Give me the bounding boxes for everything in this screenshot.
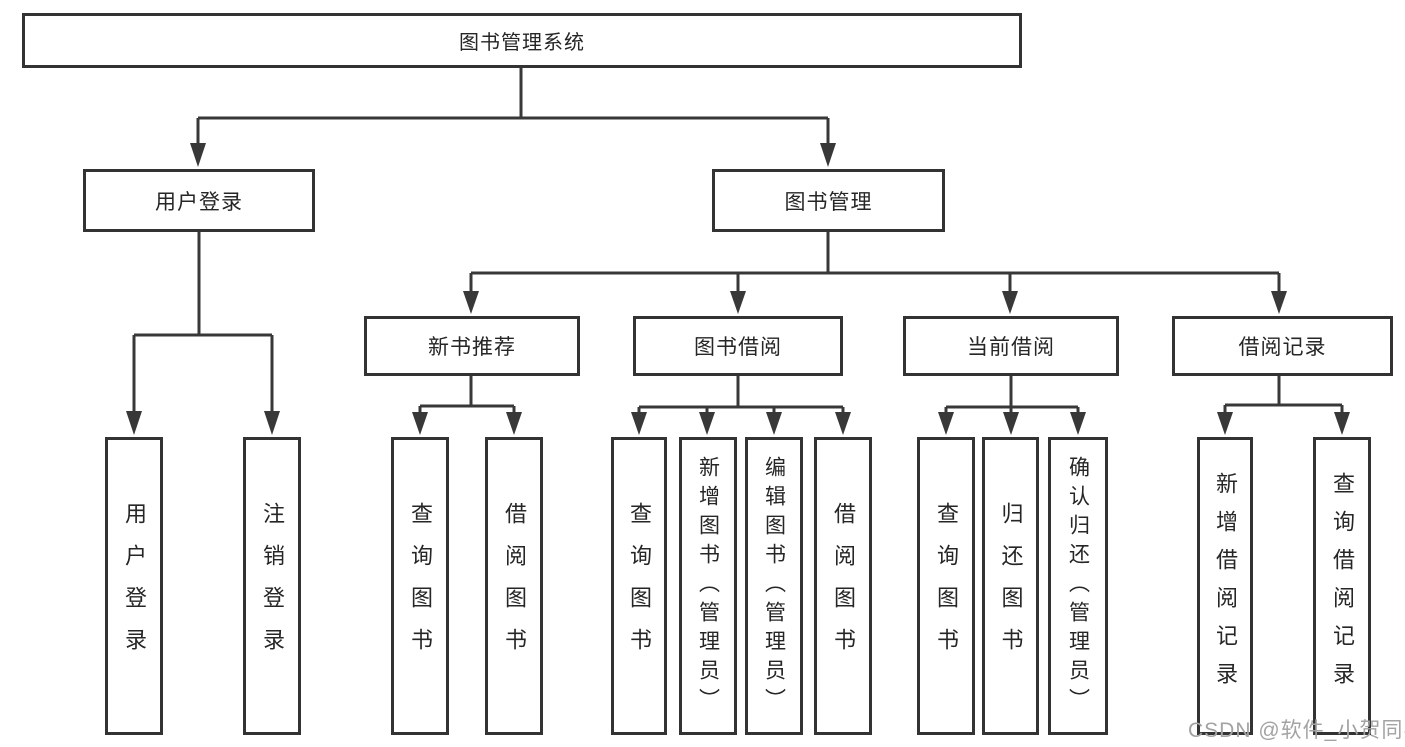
node-label: 图书管理系统	[459, 32, 585, 54]
node-label: 编辑图书（管理员）	[762, 455, 786, 717]
node-book-borrow: 图书借阅	[633, 316, 843, 376]
node-label: 图书借阅	[694, 336, 782, 359]
leaf-add-borrow-record: 新增借阅记录	[1197, 437, 1253, 735]
leaf-query-books: 查询图书	[391, 437, 449, 735]
node-label: 借阅记录	[1238, 336, 1327, 359]
node-label: 查询图书	[408, 502, 433, 670]
node-user-login: 用户登录	[83, 169, 315, 232]
arrowheads	[126, 143, 1350, 435]
node-label: 新增借阅记录	[1213, 472, 1238, 700]
leaf-borrow-books: 借阅图书	[485, 437, 543, 735]
leaf-query-books: 查询图书	[611, 437, 667, 735]
node-current-borrow: 当前借阅	[903, 316, 1119, 376]
node-book-management: 图书管理	[712, 169, 945, 232]
leaf-edit-books-admin: 编辑图书（管理员）	[745, 437, 803, 735]
node-label: 查询图书	[627, 502, 652, 670]
leaf-add-books-admin: 新增图书（管理员）	[679, 437, 737, 735]
leaf-return-books: 归还图书	[982, 437, 1039, 735]
node-label: 新书推荐	[428, 336, 516, 359]
node-system-root: 图书管理系统	[22, 13, 1022, 68]
leaf-query-borrow-record: 查询借阅记录	[1313, 437, 1371, 735]
node-label: 归还图书	[998, 502, 1024, 670]
node-borrow-records: 借阅记录	[1172, 316, 1393, 376]
node-label: 查询借阅记录	[1330, 472, 1355, 700]
node-label: 借阅图书	[831, 502, 856, 670]
node-label: 新增图书（管理员）	[696, 455, 720, 717]
leaf-user-login: 用户登录	[105, 437, 163, 735]
node-label: 用户登录	[122, 502, 147, 670]
leaf-confirm-return-admin: 确认归还（管理员）	[1048, 437, 1108, 735]
node-label: 当前借阅	[967, 336, 1055, 359]
leaf-query-books: 查询图书	[917, 437, 975, 735]
node-new-book-recommend: 新书推荐	[364, 316, 580, 376]
leaf-borrow-books: 借阅图书	[814, 437, 872, 735]
node-label: 注销登录	[260, 502, 285, 670]
node-label: 借阅图书	[502, 502, 527, 670]
node-label: 用户登录	[155, 190, 243, 214]
node-label: 图书管理	[784, 190, 873, 214]
node-label: 查询图书	[934, 502, 959, 670]
node-label: 确认归还（管理员）	[1066, 455, 1090, 717]
leaf-logout: 注销登录	[243, 437, 301, 735]
